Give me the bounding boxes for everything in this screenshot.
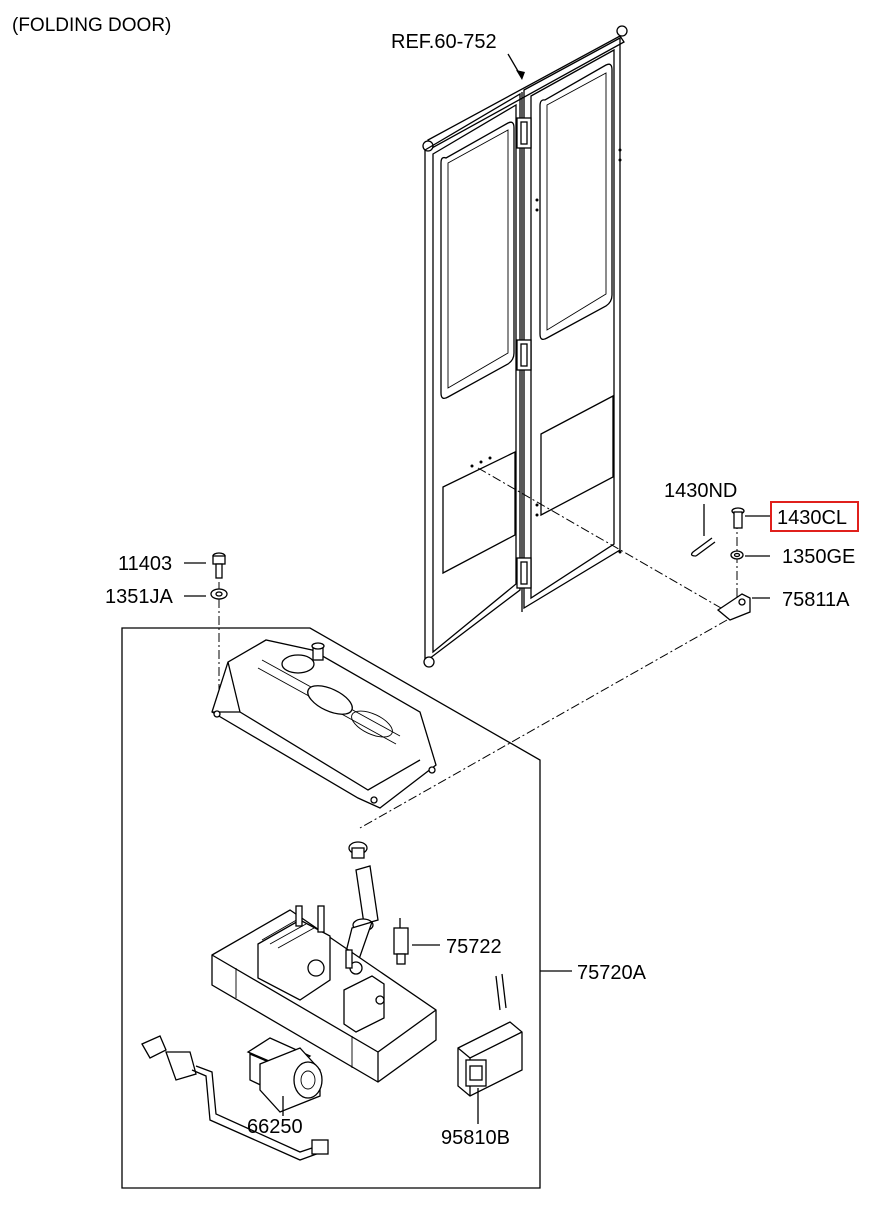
part-label-1430cl[interactable]: 1430CL: [777, 507, 847, 529]
actuator-base-illustration: [211, 905, 437, 1083]
motor-66250-illustration: [246, 1037, 323, 1113]
actuator-cover-illustration: [211, 639, 437, 809]
module-95810b-illustration: [457, 973, 523, 1097]
folding-door-illustration: [422, 25, 628, 668]
part-label-11403[interactable]: 11403: [118, 553, 172, 575]
part-label-95810b[interactable]: 95810B: [441, 1127, 510, 1149]
part-label-75811a[interactable]: 75811A: [782, 589, 850, 611]
part-label-75722[interactable]: 75722: [446, 936, 502, 958]
part-label-1430nd[interactable]: 1430ND: [664, 480, 737, 502]
hardware-illustration: [210, 507, 751, 621]
highlight-box-1430cl: [770, 501, 859, 532]
switch-75722-illustration: [393, 918, 409, 965]
linkage-illustration: [343, 841, 379, 963]
assembly-frame: [121, 627, 541, 1189]
leader-lines: [184, 504, 772, 1124]
part-label-66250[interactable]: 66250: [247, 1116, 303, 1138]
ref-arrow-icon: [516, 70, 525, 80]
part-label-1351ja[interactable]: 1351JA: [105, 586, 173, 608]
part-label-1350ge[interactable]: 1350GE: [782, 546, 855, 568]
part-label-75720a[interactable]: 75720A: [577, 962, 647, 984]
diagram-title: (FOLDING DOOR): [12, 15, 171, 36]
ref-label[interactable]: REF.60-752: [391, 31, 497, 53]
wire-harness-illustration: [141, 1035, 329, 1161]
